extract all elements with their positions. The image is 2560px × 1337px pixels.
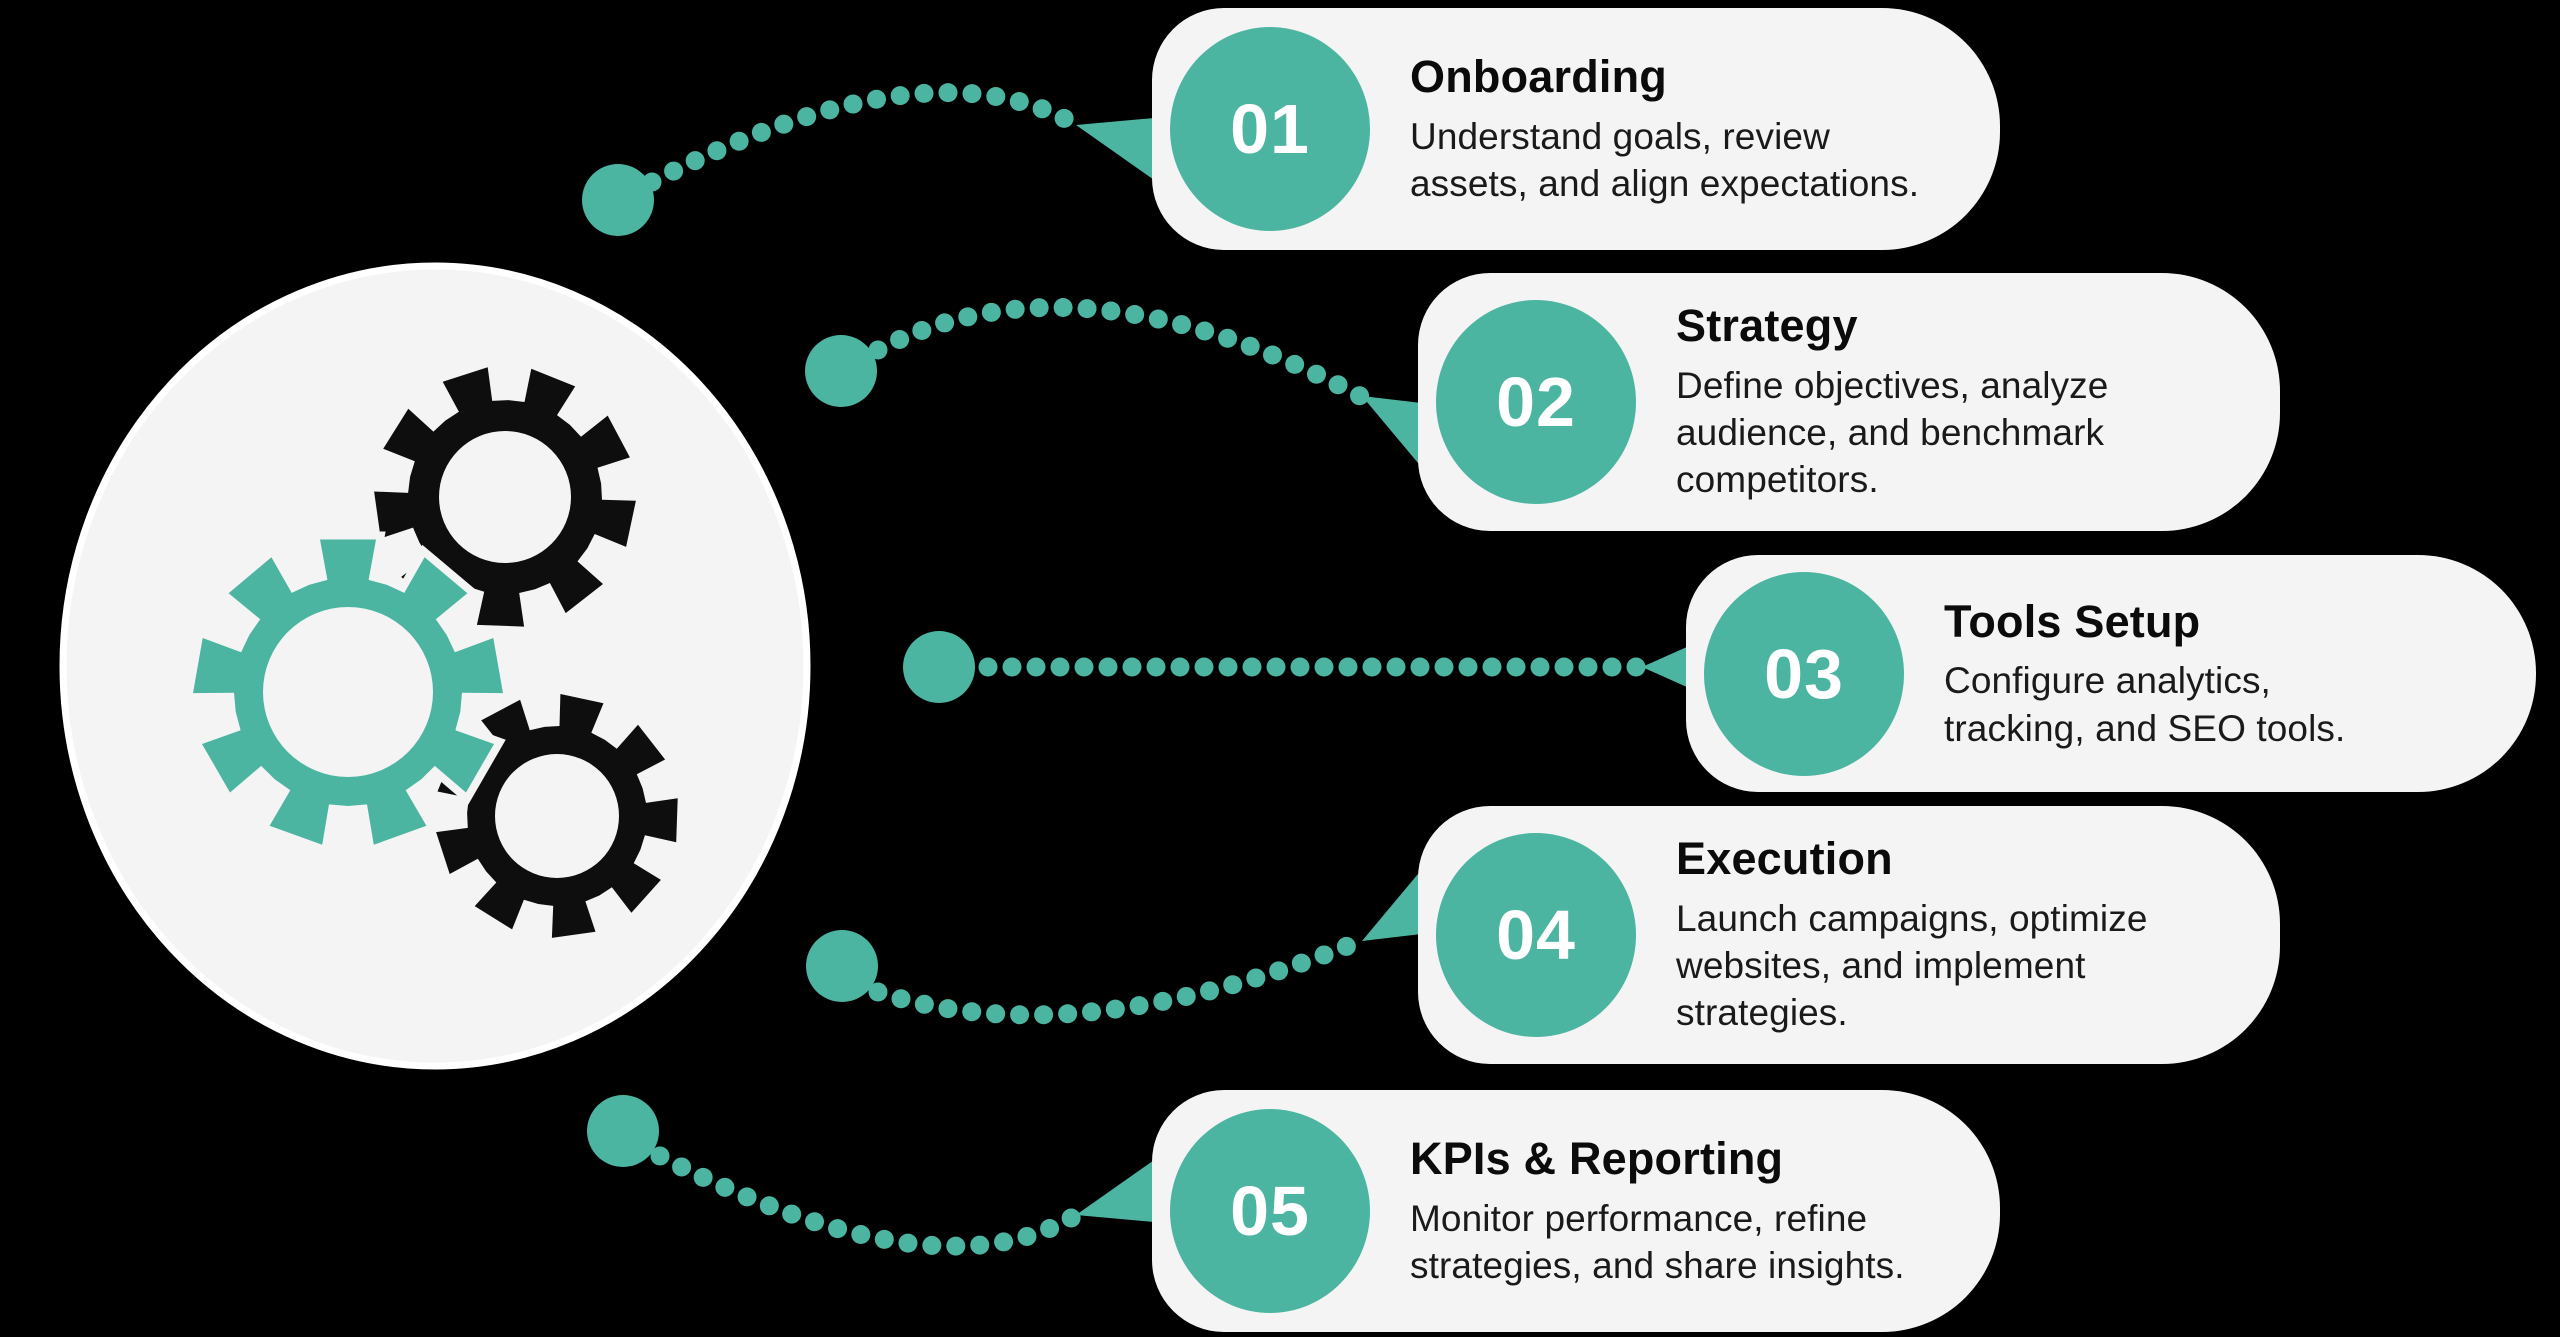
hub-circle [59,262,811,1070]
step-number-badge-2: 02 [1436,300,1636,504]
step-card-1: 01 Onboarding Understand goals, review a… [1152,8,2000,250]
step-description: Configure analytics, tracking, and SEO t… [1944,660,2346,749]
gear-top-icon [374,367,636,627]
gear-accent-hole [263,607,433,777]
gear-bottom-icon [436,694,678,938]
step-number: 01 [1230,90,1310,168]
connector-dots-4 [868,931,1370,1025]
connector-start-dot-4 [806,930,878,1002]
step-content-1: Onboarding Understand goals, review asse… [1410,51,1962,207]
step-number-badge-5: 05 [1170,1109,1370,1313]
step-description: Define objectives, analyze audience, and… [1676,364,2109,501]
gears-icon [183,367,678,938]
connector-start-dot-2 [805,335,877,407]
gear-accent-icon [183,531,513,856]
connector-dots-1 [642,83,1088,192]
step-content-2: Strategy Define objectives, analyze audi… [1676,300,2242,504]
step-title: Strategy [1676,300,1858,352]
step-title: KPIs & Reporting [1410,1132,1784,1184]
step-title: Onboarding [1410,50,1667,102]
step-number: 02 [1496,363,1576,441]
connector-start-dot-5 [587,1095,659,1167]
gear-top-hole [439,431,571,563]
step-description: Launch campaigns, optimize websites, and… [1676,897,2148,1034]
step-title: Execution [1676,833,1893,885]
step-title: Tools Setup [1944,595,2201,647]
step-number: 05 [1230,1172,1310,1250]
step-content-4: Execution Launch campaigns, optimize web… [1676,833,2242,1037]
step-card-5: 05 KPIs & Reporting Monitor performance,… [1152,1090,2000,1332]
connector-start-dot-3 [903,631,975,703]
step-description: Monitor performance, refine strategies, … [1410,1197,1905,1286]
step-content-5: KPIs & Reporting Monitor performance, re… [1410,1133,1962,1289]
step-number: 03 [1764,634,1844,713]
step-card-3: 03 Tools Setup Configure analytics, trac… [1686,555,2536,792]
step-content-3: Tools Setup Configure analytics, trackin… [1944,595,2498,751]
step-card-2: 02 Strategy Define objectives, analyze a… [1418,273,2280,531]
connector-dots-2 [868,298,1370,406]
step-description: Understand goals, review assets, and ali… [1410,115,1920,204]
connector-start-dot-1 [582,164,654,236]
gear-bottom-hole [495,754,619,878]
connector-dots-5 [650,1146,1088,1256]
step-number-badge-4: 04 [1436,833,1636,1037]
step-number-badge-1: 01 [1170,27,1370,231]
step-number: 04 [1496,896,1576,974]
step-number-badge-3: 03 [1704,571,1904,776]
step-card-4: 04 Execution Launch campaigns, optimize … [1418,806,2280,1064]
